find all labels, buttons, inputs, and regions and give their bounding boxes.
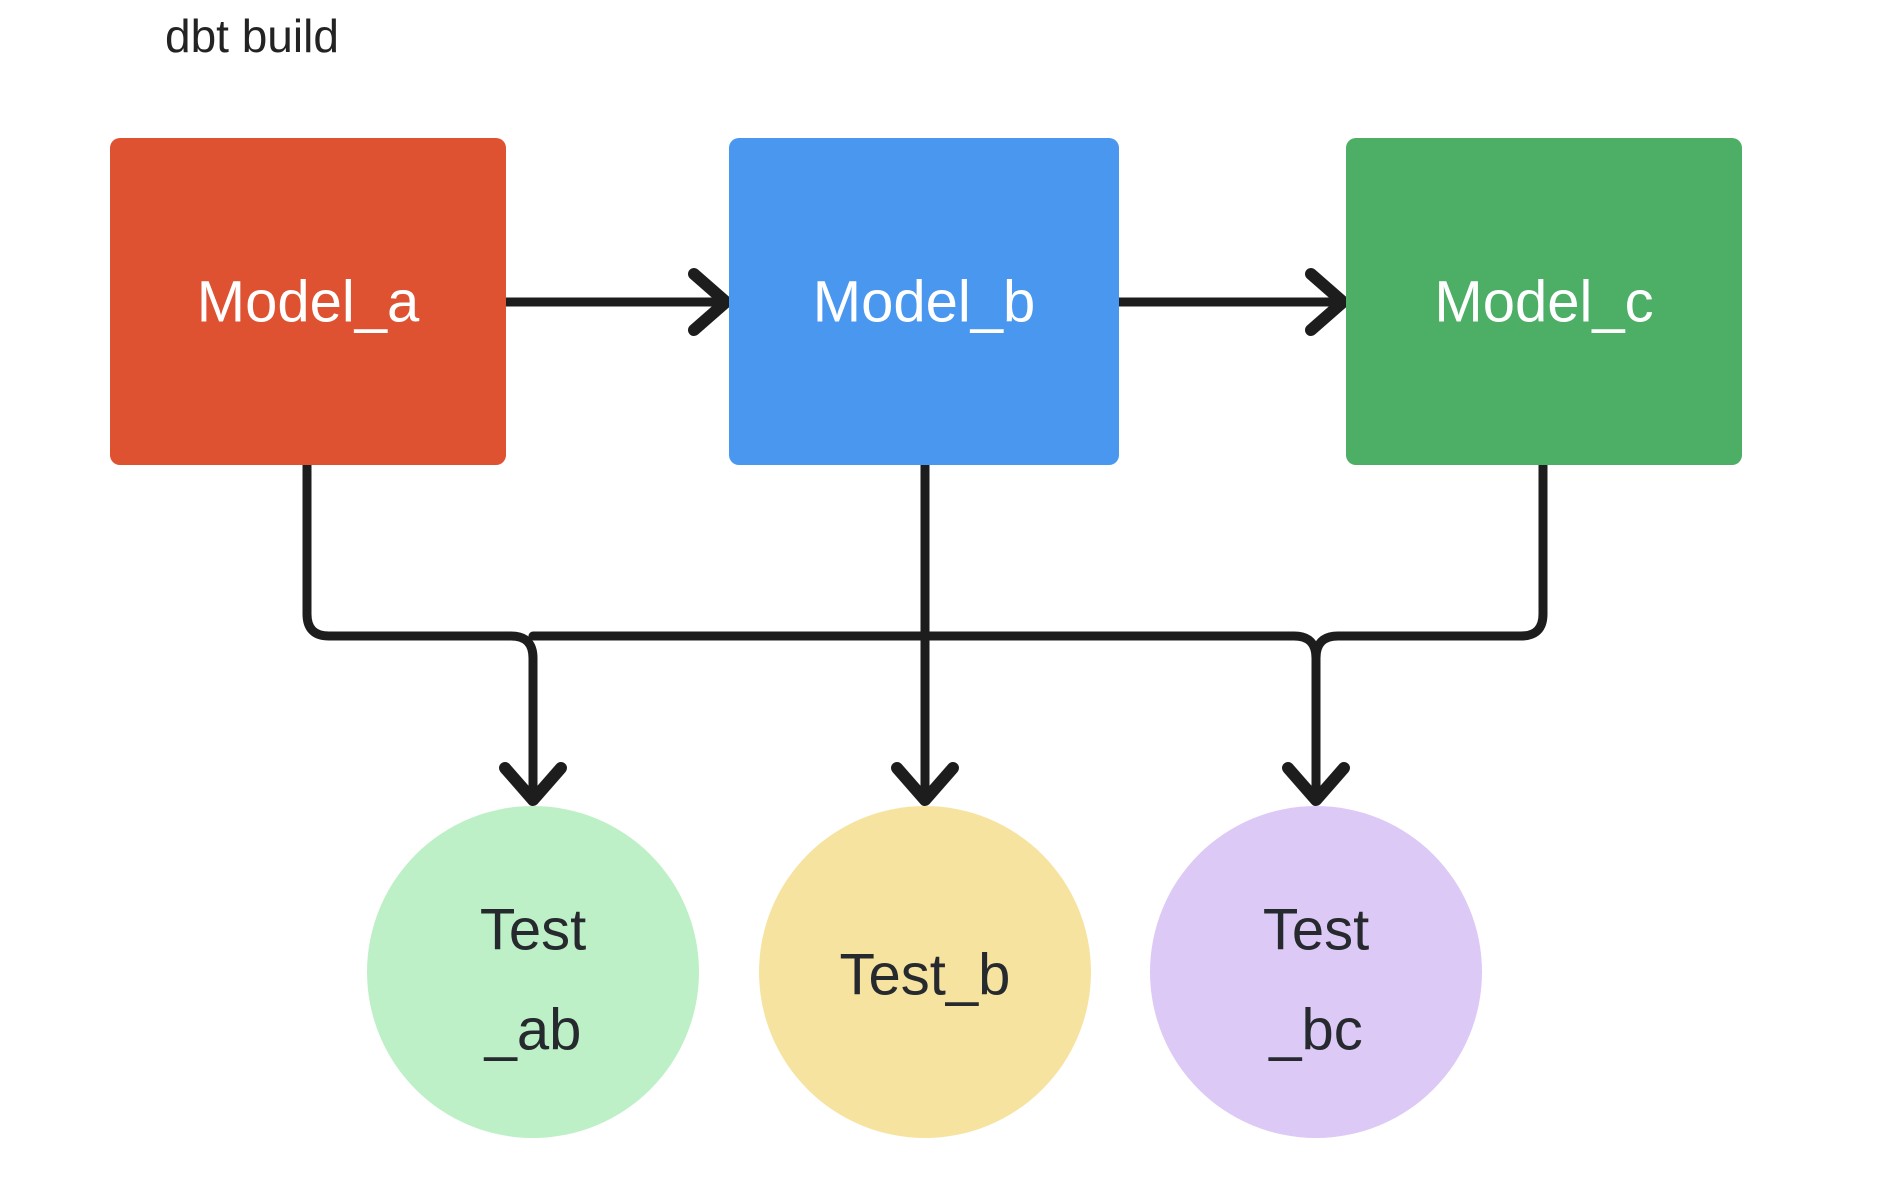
test-ab-label-line-1: Test [480,898,586,963]
test-bc-circle[interactable] [1150,806,1482,1138]
model-a-box[interactable] [110,138,506,465]
model-c-label: Model_c [1434,270,1653,335]
model-b-label: Model_b [813,270,1035,335]
model-node-model_b[interactable]: Model_b [729,138,1119,465]
edge-model-a-to-model-b [501,268,732,336]
arrow-head-icon [1282,762,1350,806]
test-ab-circle[interactable] [367,806,699,1138]
page-title: dbt build [165,10,339,62]
model-b-box[interactable] [729,138,1119,465]
test-node-test_b[interactable]: Test_b [759,806,1091,1138]
model-node-model_c[interactable]: Model_c [1346,138,1742,465]
test-b-circle[interactable] [759,806,1091,1138]
model-node-model_a[interactable]: Model_a [110,138,506,465]
test-node-test_ab[interactable]: Test _ab [367,806,699,1138]
edge-bus [528,631,1350,806]
test-bc-label-line-2: _bc [1268,998,1363,1063]
model-c-box[interactable] [1346,138,1742,465]
edge-model-c-to-test-bc [1311,460,1548,663]
edge-layer [302,268,1548,806]
test-bc-label-line-1: Test [1263,898,1369,963]
edge-model-b-to-model-c [1114,268,1349,336]
arrow-head-icon [499,762,567,806]
test-node-test_bc[interactable]: Test _bc [1150,806,1482,1138]
test-ab-label-line-2: _ab [484,998,582,1063]
model-a-label: Model_a [197,270,420,335]
edge-model-b-to-test-b [891,460,959,806]
arrow-head-icon [891,762,959,806]
edge-model-a-to-test-ab [302,460,567,806]
arrow-head-icon [688,268,732,336]
arrow-head-icon [1305,268,1349,336]
test-b-label-line-1: Test_b [840,943,1011,1008]
